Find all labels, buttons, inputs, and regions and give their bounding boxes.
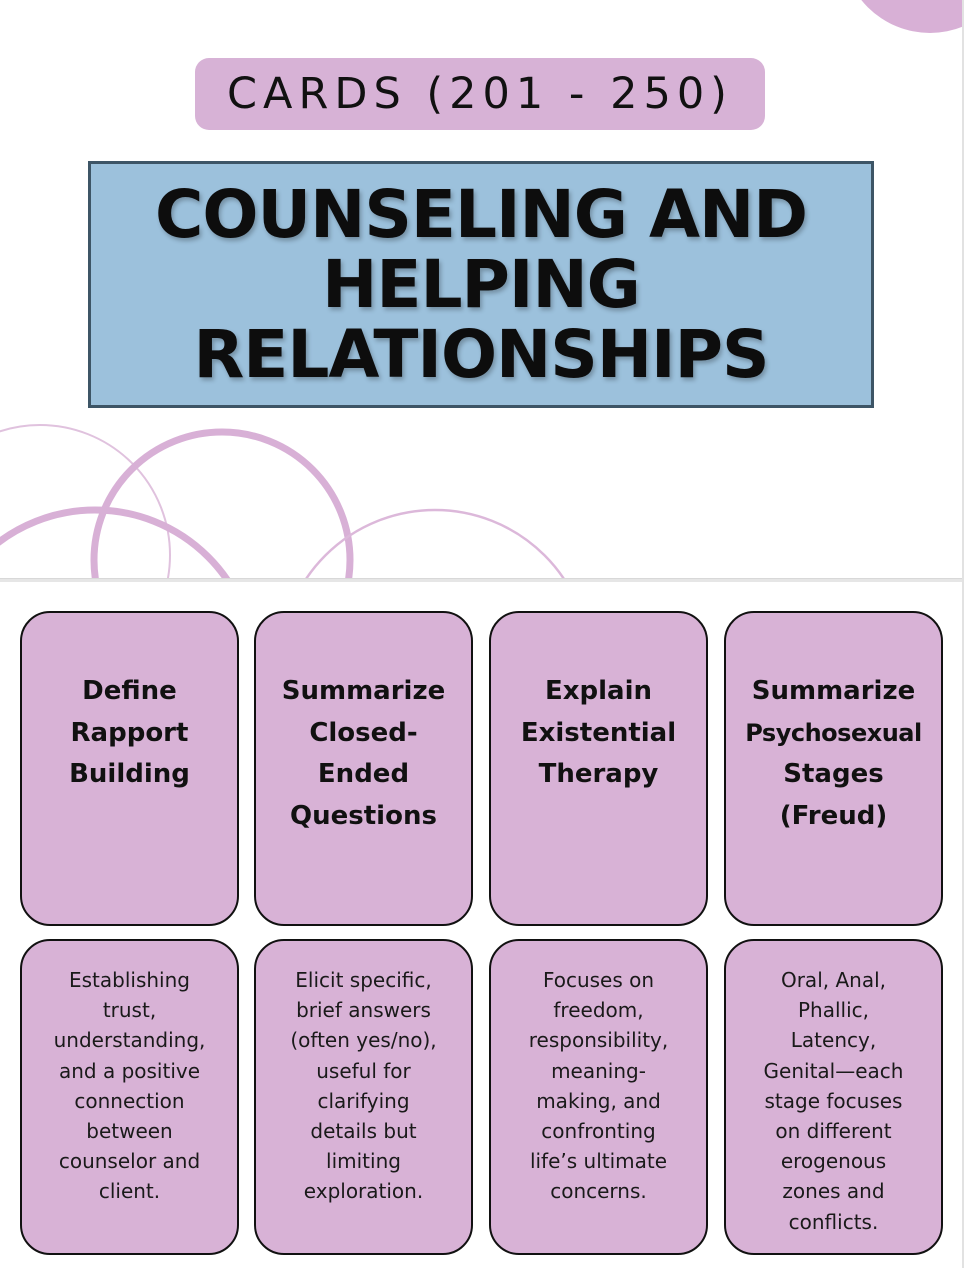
flashcard-front-existential[interactable]: Explain Existential Therapy [489, 611, 708, 926]
title-page: CARDS (201 - 250) COUNSELING AND HELPING… [0, 0, 964, 578]
card-text-line: counselor and [58, 1149, 201, 1174]
card-text-line: Phallic, [797, 998, 869, 1023]
cards-range-badge: CARDS (201 - 250) [195, 58, 765, 130]
card-answer: Oral, Anal, Phallic, Latency, Genital—ea… [756, 965, 912, 1237]
card-text-line: connection [74, 1088, 185, 1113]
card-text-line: Therapy [538, 759, 659, 789]
decorative-circles [0, 0, 964, 578]
page-edge [962, 0, 964, 1268]
card-text-line: exploration. [303, 1179, 424, 1204]
card-text-line: client. [98, 1179, 161, 1204]
card-text-line: (often yes/no), [290, 1028, 437, 1053]
card-text-line: zones and [782, 1179, 885, 1204]
flashcard-back-closed-questions[interactable]: Elicit specific, brief answers (often ye… [254, 939, 473, 1255]
card-answer: Establishing trust, understanding, and a… [46, 965, 214, 1207]
cards-range-label: CARDS (201 - 250) [227, 69, 733, 119]
card-text-line: Rapport [70, 717, 189, 748]
card-text-line: Summarize [281, 676, 446, 706]
card-text-line: Psychosexual [745, 718, 922, 747]
card-text-line: confronting [541, 1119, 656, 1144]
flashcard-front-closed-questions[interactable]: Summarize Closed- Ended Questions [254, 611, 473, 926]
card-text-line: on different [775, 1119, 892, 1144]
card-question: Define Rapport Building [65, 671, 194, 796]
card-text-line: Elicit specific, [295, 968, 432, 992]
card-text-line: Existential [520, 717, 677, 748]
card-text-line: between [86, 1119, 173, 1144]
card-text-line: Explain [544, 676, 652, 706]
card-text-line: Focuses on [542, 968, 655, 992]
card-text-line: details but [310, 1119, 417, 1144]
card-text-line: useful for [316, 1058, 411, 1083]
card-text-line: Questions [290, 800, 437, 831]
title-line-2: HELPING [322, 245, 641, 323]
card-text-line: (Freud) [779, 800, 888, 831]
corner-circle [861, 0, 964, 33]
card-answer: Elicit specific, brief answers (often ye… [282, 965, 444, 1207]
title-line-3: RELATIONSHIPS [193, 315, 769, 393]
flashcard-front-psychosexual[interactable]: Summarize Psychosexual Stages (Freud) [724, 611, 943, 926]
card-text-line: erogenous [780, 1149, 887, 1174]
card-text-line: stage focuses [764, 1088, 903, 1113]
card-text-line: life’s ultimate [529, 1149, 668, 1174]
deco-ring-outer-left [0, 424, 171, 578]
card-text-line: Genital—each [763, 1058, 904, 1083]
card-answer: Focuses on freedom, responsibility, mean… [521, 965, 677, 1207]
card-text-line: freedom, [553, 998, 644, 1023]
card-question: Explain Existential Therapy [517, 671, 680, 796]
card-text-line: Building [69, 759, 190, 789]
page-divider [0, 578, 964, 582]
card-question: Summarize Psychosexual Stages (Freud) [741, 671, 925, 837]
flashcard-back-rapport[interactable]: Establishing trust, understanding, and a… [20, 939, 239, 1255]
card-text-line: limiting [326, 1149, 401, 1174]
card-text-line: and a positive [58, 1058, 201, 1083]
flashcard-front-rapport[interactable]: Define Rapport Building [20, 611, 239, 926]
card-text-line: Summarize [751, 676, 916, 706]
title-line-1: COUNSELING AND [154, 175, 808, 253]
card-text-line: Establishing [69, 968, 190, 992]
card-text-line: understanding, [53, 1028, 206, 1053]
card-text-line: making, and [536, 1088, 661, 1113]
card-text-line: trust, [102, 998, 157, 1023]
card-text-line: Closed- [309, 717, 418, 748]
page-title: COUNSELING AND HELPING RELATIONSHIPS [88, 161, 874, 408]
deco-ring-large [90, 428, 354, 578]
card-text-line: Define [82, 676, 177, 706]
card-text-line: Oral, Anal, [780, 968, 886, 992]
card-text-line: responsibility, [528, 1028, 669, 1053]
card-text-line: Latency, [790, 1028, 877, 1053]
deco-ring-thin [305, 508, 565, 578]
card-text-line: Ended [317, 759, 410, 789]
card-text-line: brief answers [296, 998, 431, 1023]
card-text-line: clarifying [317, 1088, 410, 1113]
card-text-line: meaning- [551, 1058, 646, 1083]
card-text-line: Stages [783, 759, 884, 789]
card-text-line: conflicts. [788, 1209, 879, 1234]
flashcard-back-existential[interactable]: Focuses on freedom, responsibility, mean… [489, 939, 708, 1255]
card-text-line: concerns. [550, 1179, 647, 1204]
card-question: Summarize Closed- Ended Questions [278, 671, 449, 837]
deco-ring-bottom [0, 506, 231, 578]
flashcard-back-psychosexual[interactable]: Oral, Anal, Phallic, Latency, Genital—ea… [724, 939, 943, 1255]
